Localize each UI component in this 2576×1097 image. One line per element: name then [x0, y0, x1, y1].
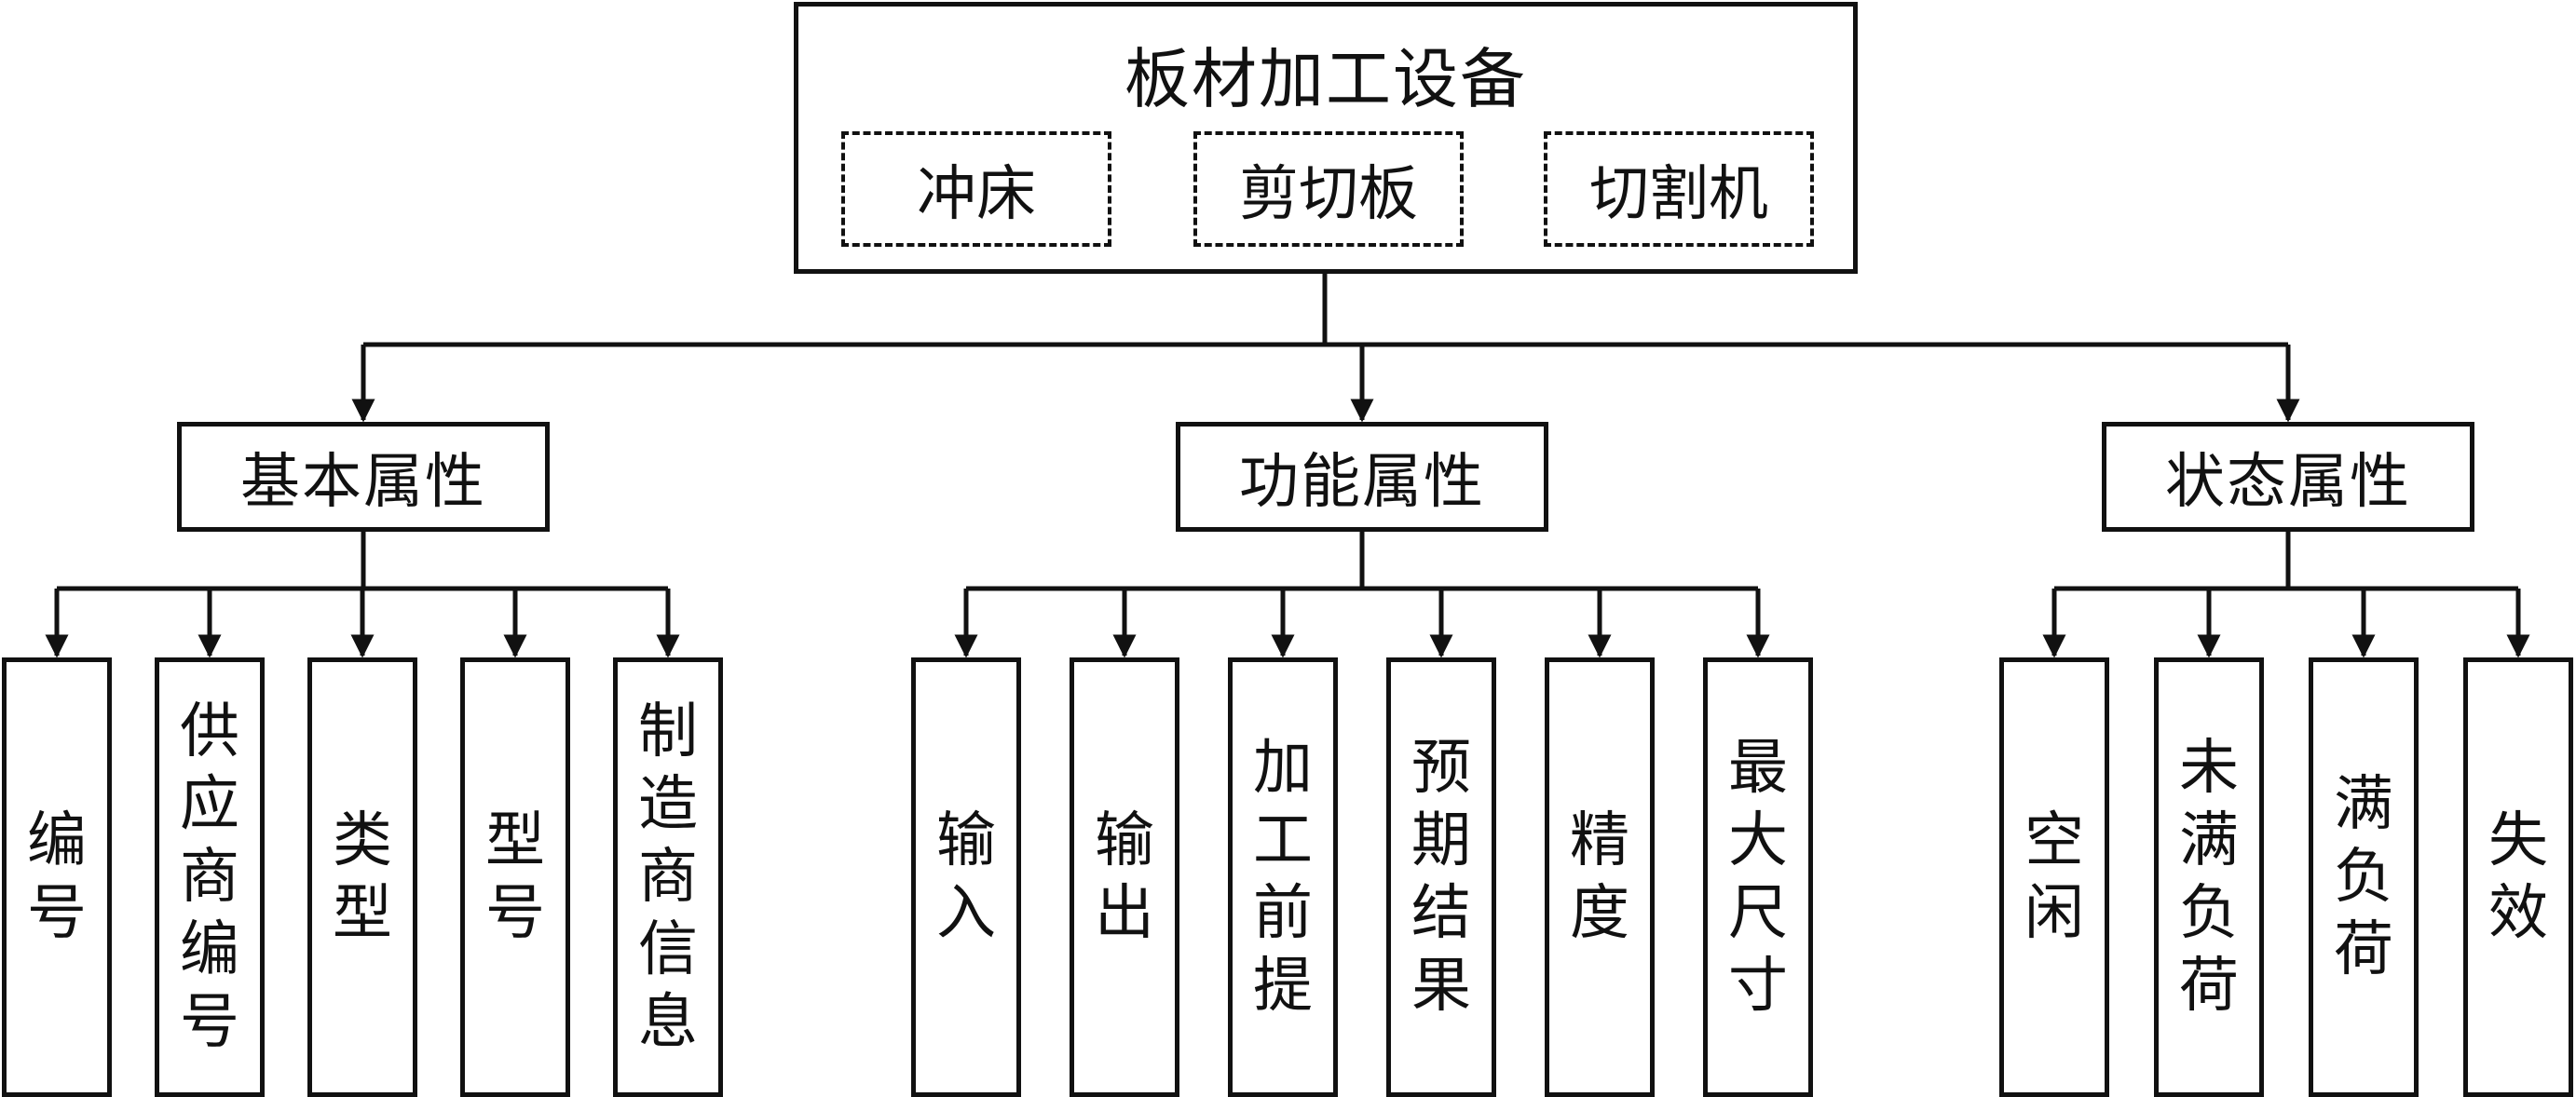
leaf-basic-id: 编号 [2, 657, 112, 1097]
equipment-cutter: 切割机 [1544, 131, 1814, 247]
root-title: 板材加工设备 [1124, 41, 1527, 117]
leaf-status-idle: 空闲 [1999, 657, 2109, 1097]
leaf-function-precision: 精度 [1545, 657, 1655, 1097]
leaf-status-underload: 未满负荷 [2154, 657, 2264, 1097]
category-basic: 基本属性 [177, 422, 550, 532]
leaf-basic-manufacturer: 制造商信息 [613, 657, 723, 1097]
leaf-function-precondition: 加工前提 [1228, 657, 1338, 1097]
equipment-label: 冲床 [917, 160, 1036, 229]
leaf-function-max-size: 最大尺寸 [1703, 657, 1813, 1097]
equipment-label: 切割机 [1589, 160, 1768, 229]
category-label: 功能属性 [1239, 448, 1485, 517]
category-label: 状态属性 [2165, 448, 2411, 517]
leaf-function-expected-result: 预期结果 [1386, 657, 1496, 1097]
leaf-basic-model: 型号 [460, 657, 570, 1097]
leaf-status-failure: 失效 [2463, 657, 2573, 1097]
equipment-label: 剪切板 [1239, 160, 1418, 229]
leaf-function-input: 输入 [911, 657, 1021, 1097]
category-status: 状态属性 [2102, 422, 2474, 532]
leaf-function-output: 输出 [1070, 657, 1179, 1097]
category-label: 基本属性 [240, 448, 486, 517]
category-function: 功能属性 [1176, 422, 1548, 532]
leaf-basic-type: 类型 [307, 657, 417, 1097]
leaf-status-fullload: 满负荷 [2309, 657, 2419, 1097]
root-box: 板材加工设备 冲床 剪切板 切割机 [794, 2, 1858, 274]
equipment-punch-press: 冲床 [841, 131, 1111, 247]
equipment-shearing: 剪切板 [1193, 131, 1464, 247]
leaf-basic-supplier-id: 供应商编号 [155, 657, 265, 1097]
